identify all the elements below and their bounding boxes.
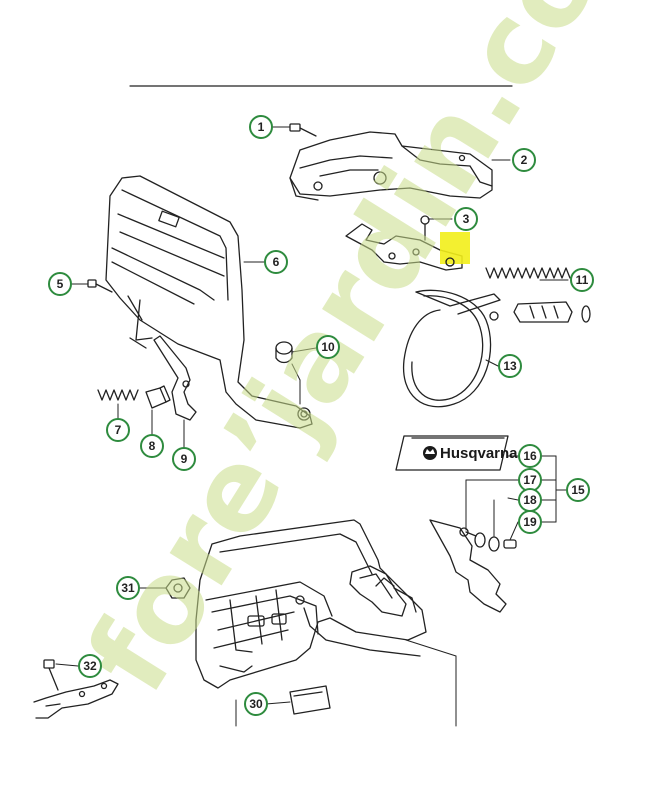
callout-ring <box>518 444 542 468</box>
callout-ring <box>78 654 102 678</box>
callout-number: 30 <box>249 697 263 711</box>
watermark: fore’jardin.com <box>63 0 652 714</box>
callout-layer: 1 2 3 5 6 7 8 9 10 11 13 15 16 17 18 19 30 31 32 <box>48 115 594 716</box>
brake-bracket-part <box>289 131 493 201</box>
callout-number: 9 <box>181 452 188 466</box>
lever-9 <box>153 335 197 421</box>
highlight-marker-part <box>445 257 455 267</box>
bar-plate <box>33 679 119 719</box>
pad-30 <box>289 685 331 715</box>
bushing-10 <box>275 341 293 364</box>
callout-ring <box>48 272 72 296</box>
watermark-text: fore’jardin.com <box>63 0 652 714</box>
callout-15: 15 <box>566 478 590 502</box>
callout-10: 10 <box>316 335 340 359</box>
callout-13: 13 <box>498 354 522 378</box>
leader-lines <box>55 126 569 727</box>
callout-ring <box>140 434 164 458</box>
callout-number: 32 <box>83 659 97 673</box>
bolt-5 <box>87 279 113 293</box>
callout-ring <box>264 250 288 274</box>
callout-ring <box>512 148 536 172</box>
callout-32: 32 <box>78 654 102 678</box>
callout-number: 2 <box>521 153 528 167</box>
callout-number: 13 <box>503 359 517 373</box>
callout-number: 3 <box>463 212 470 226</box>
washer-set <box>465 531 517 552</box>
callout-ring <box>498 354 522 378</box>
callout-number: 8 <box>149 439 156 453</box>
brake-band-13 <box>402 289 501 408</box>
front-hand-guard-6 <box>105 175 313 429</box>
callout-6: 6 <box>264 250 288 274</box>
callout-ring <box>106 418 130 442</box>
cover-plate <box>429 519 507 613</box>
callout-ring <box>454 207 478 231</box>
callout-number: 15 <box>571 483 585 497</box>
callout-number: 6 <box>273 255 280 269</box>
callout-17: 17 <box>518 468 542 492</box>
callout-number: 7 <box>115 423 122 437</box>
callout-number: 18 <box>523 493 537 507</box>
callout-number: 17 <box>523 473 537 487</box>
callout-30: 30 <box>244 692 268 716</box>
callout-8: 8 <box>140 434 164 458</box>
callout-number: 1 <box>258 120 265 134</box>
callout-19: 19 <box>518 510 542 534</box>
husqvarna-decal-16 <box>395 435 509 471</box>
callout-number: 19 <box>523 515 537 529</box>
highlight-marker <box>440 232 470 264</box>
callout-16: 16 <box>518 444 542 468</box>
callout-number: 11 <box>576 273 589 287</box>
callout-ring <box>172 447 196 471</box>
pin-part <box>513 301 591 323</box>
callout-11: 11 <box>570 268 594 292</box>
callout-ring <box>316 335 340 359</box>
callout-number: 31 <box>121 581 135 595</box>
bolt-32 <box>43 659 59 691</box>
callout-1: 1 <box>249 115 273 139</box>
brand-label: Husqvarna <box>440 445 518 462</box>
callout-number: 16 <box>523 449 537 463</box>
callout-ring <box>116 576 140 600</box>
pin-8 <box>145 385 171 409</box>
clutch-cover-housing <box>195 519 427 689</box>
callout-number: 10 <box>321 340 335 354</box>
callout-31: 31 <box>116 576 140 600</box>
screw-3 <box>420 215 430 241</box>
callout-18: 18 <box>518 488 542 512</box>
spring-11 <box>485 267 571 279</box>
callout-ring <box>244 692 268 716</box>
callout-9: 9 <box>172 447 196 471</box>
callout-5: 5 <box>48 272 72 296</box>
callout-ring <box>518 510 542 534</box>
callout-7: 7 <box>106 418 130 442</box>
callout-number: 5 <box>57 277 64 291</box>
bolt-1 <box>289 123 317 137</box>
callout-ring <box>566 478 590 502</box>
crown-logo-icon <box>423 446 437 460</box>
callout-ring <box>570 268 594 292</box>
husqvarna-logo-group: Husqvarna <box>423 445 518 462</box>
spring-7 <box>97 389 139 401</box>
callout-ring <box>249 115 273 139</box>
callout-2: 2 <box>512 148 536 172</box>
callout-3: 3 <box>454 207 478 231</box>
